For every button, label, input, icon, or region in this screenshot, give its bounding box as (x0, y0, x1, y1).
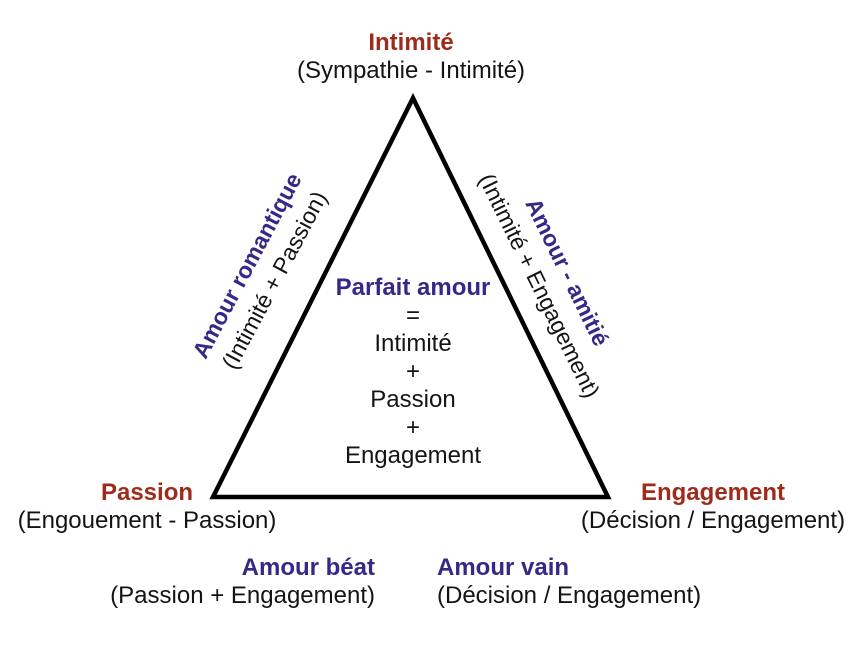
bottom-right-label-block: Amour vain (Décision / Engagement) (437, 554, 701, 610)
right-vertex-title: Engagement (640, 479, 786, 506)
right-vertex-subtitle: (Décision / Engagement) (580, 507, 846, 534)
left-vertex-title: Passion (100, 479, 194, 506)
bottom-left-label-block: Amour béat (Passion + Engagement) (110, 554, 375, 610)
apex-label-block: Intimité (Sympathie - Intimité) (297, 29, 525, 85)
right-vertex-label-block: Engagement (Décision / Engagement) (581, 479, 845, 535)
left-vertex-subtitle: (Engouement - Passion) (17, 507, 277, 534)
left-vertex-label-block: Passion (Engouement - Passion) (18, 479, 277, 535)
center-term-engagement: Engagement (344, 442, 482, 469)
center-equation-block: Parfait amour = Intimité + Passion + Eng… (336, 274, 491, 470)
center-plus-2: + (405, 414, 420, 441)
bottom-right-title: Amour vain (437, 554, 570, 581)
triangle-shape (209, 92, 612, 500)
center-plus-1: + (405, 358, 420, 385)
bottom-right-subtitle: (Décision / Engagement) (437, 582, 702, 609)
apex-title: Intimité (368, 29, 454, 56)
center-term-passion: Passion (370, 386, 456, 413)
center-equals: = (405, 302, 420, 329)
bottom-left-subtitle: (Passion + Engagement) (110, 582, 375, 609)
apex-subtitle: (Sympathie - Intimité) (296, 57, 526, 84)
center-title: Parfait amour (335, 274, 491, 301)
bottom-left-title: Amour béat (241, 554, 375, 581)
center-term-intimite: Intimité (374, 330, 452, 357)
